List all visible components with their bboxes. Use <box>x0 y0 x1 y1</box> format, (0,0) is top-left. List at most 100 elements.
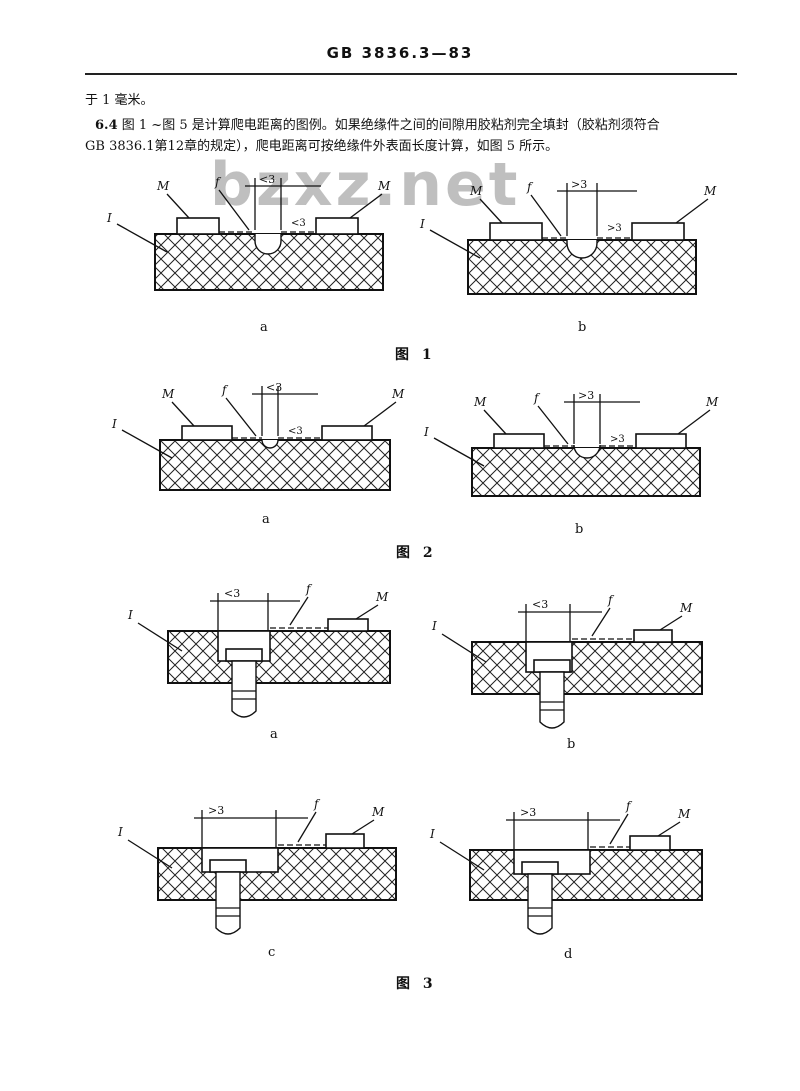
fig1b-dim-width: >3 <box>571 178 587 191</box>
fig2-sub-a: a <box>262 512 270 527</box>
fig2a-insulator-body <box>159 439 391 491</box>
fig3b-insulator-body <box>471 641 703 695</box>
fig2b-dim-depth: >3 <box>610 434 625 445</box>
fig3c-label-creepage: f <box>313 797 321 811</box>
fig1b-leader-creepage <box>530 194 562 237</box>
fig2a-groove <box>261 439 279 449</box>
fig3a-screw-head <box>225 648 263 662</box>
fig3c-dim-width: >3 <box>208 804 224 817</box>
fig2b-label-insulator: I <box>423 425 429 439</box>
fig1-sub-b: b <box>578 320 587 335</box>
fig2b-label-metal-right: M <box>705 395 719 409</box>
fig2b-leader-metal-left <box>483 409 507 435</box>
fig3d-label-metal: M <box>677 807 691 821</box>
fig3b-label-creepage: f <box>607 593 615 607</box>
fig3a-screw-shank <box>231 660 257 718</box>
fig3c-screw-shank <box>215 871 241 935</box>
fig2-caption: 图 2 <box>396 545 437 561</box>
fig1b-groove <box>566 240 598 259</box>
fig1b-label-metal-right: M <box>703 184 717 198</box>
fig2a-metal-plate-left <box>181 425 233 441</box>
fig2b-leader-metal-right <box>677 409 711 435</box>
fig3-sub-c: c <box>268 945 276 960</box>
fig1b-label-metal-left: M <box>469 184 483 198</box>
fig1b-leader-metal-left <box>479 198 503 224</box>
fig3d-screw-head <box>521 861 559 875</box>
fig1a-label-metal-left: M <box>156 179 170 193</box>
body-line-3: GB 3836.1第12章的规定），爬电距离可按绝缘件外表面长度计算，如图 5 … <box>85 139 559 154</box>
fig2a-label-metal-right: M <box>391 387 405 401</box>
fig3a-leader-metal <box>355 604 379 620</box>
fig3c-label-metal: M <box>371 805 385 819</box>
fig3d-leader-metal <box>657 821 681 837</box>
fig1a-leader-insulator <box>116 223 168 253</box>
fig1b-metal-plate-left <box>489 222 543 241</box>
fig2a-leader-metal-right <box>363 401 397 427</box>
fig3a-leader-insulator <box>137 622 183 652</box>
fig2a-leader-creepage <box>225 397 257 437</box>
fig2b-label-metal-left: M <box>473 395 487 409</box>
fig2b-metal-plate-left <box>493 433 545 449</box>
fig3c-leader-insulator <box>127 839 173 869</box>
fig1a-leader-metal-left <box>166 193 190 219</box>
fig3b-screw-shank <box>539 671 565 729</box>
fig3c-label-insulator: I <box>117 825 123 839</box>
fig3d-screw-shank <box>527 873 553 935</box>
fig1b-label-insulator: I <box>419 217 425 231</box>
fig3d-leader-insulator <box>439 841 485 871</box>
fig1b-dim-depth: >3 <box>607 223 622 234</box>
fig3c-screw-head <box>209 859 247 873</box>
fig3c-leader-creepage <box>297 811 317 843</box>
fig1a-metal-plate-left <box>176 217 220 235</box>
fig3-sub-b: b <box>567 737 576 752</box>
fig1-sub-a: a <box>260 320 268 335</box>
body-line-2: 6.4 图 1 ~图 5 是计算爬电距离的图例。如果绝缘件之间的间隙用胶粘剂完全… <box>85 115 745 136</box>
fig3a-label-metal: M <box>375 590 389 604</box>
fig3a-insulator-body <box>167 630 391 684</box>
fig3b-label-insulator: I <box>431 619 437 633</box>
fig3d-label-creepage: f <box>625 799 633 813</box>
fig3-caption: 图 3 <box>396 976 437 992</box>
fig3b-metal-contact <box>633 629 673 643</box>
fig1-caption: 图 1 <box>395 347 436 363</box>
fig1a-metal-plate-right <box>315 217 359 235</box>
fig2a-leader-insulator <box>121 429 173 459</box>
fig3-sub-d: d <box>564 947 573 962</box>
fig3b-label-metal: M <box>679 601 693 615</box>
fig3b-dim-width: <3 <box>532 598 548 611</box>
fig3c-metal-contact <box>325 833 365 849</box>
standard-header: GB 3836.3—83 <box>326 44 474 62</box>
fig3a-label-creepage: f <box>305 582 313 596</box>
fig2b-label-creepage: f <box>533 391 541 405</box>
fig3b-leader-insulator <box>441 633 487 663</box>
fig2a-leader-metal-left <box>171 401 195 427</box>
fig1a-leader-creepage <box>218 189 250 231</box>
fig1b-leader-metal-right <box>675 198 709 224</box>
fig2a-label-creepage: f <box>221 383 229 397</box>
fig2b-leader-creepage <box>537 405 569 445</box>
fig1a-label-insulator: I <box>106 211 112 225</box>
fig2-sub-b: b <box>575 522 584 537</box>
fig3d-metal-contact <box>629 835 671 851</box>
fig2b-groove <box>573 444 601 459</box>
fig3a-dim-width: <3 <box>224 587 240 600</box>
fig3-sub-a: a <box>270 727 278 742</box>
fig3a-label-insulator: I <box>127 608 133 622</box>
fig1a-groove <box>254 234 282 255</box>
fig1a-label-metal-right: M <box>377 179 391 193</box>
fig3b-screw-head <box>533 659 571 673</box>
fig3a-leader-creepage <box>289 596 309 626</box>
fig1b-label-creepage: f <box>526 180 534 194</box>
fig3d-leader-creepage <box>609 813 629 845</box>
header-rule <box>85 73 737 75</box>
fig1a-dim-depth: <3 <box>291 218 306 229</box>
fig2b-leader-insulator <box>433 437 485 467</box>
fig1a-dim-width: <3 <box>259 173 275 186</box>
section-text: 图 1 ~图 5 是计算爬电距离的图例。如果绝缘件之间的间隙用胶粘剂完全填封（胶… <box>121 118 660 133</box>
fig2b-dim-width: >3 <box>578 389 594 402</box>
fig2a-label-metal-left: M <box>161 387 175 401</box>
fig3d-label-insulator: I <box>429 827 435 841</box>
fig3d-dim-width: >3 <box>520 806 536 819</box>
fig2a-dim-depth: <3 <box>288 426 303 437</box>
